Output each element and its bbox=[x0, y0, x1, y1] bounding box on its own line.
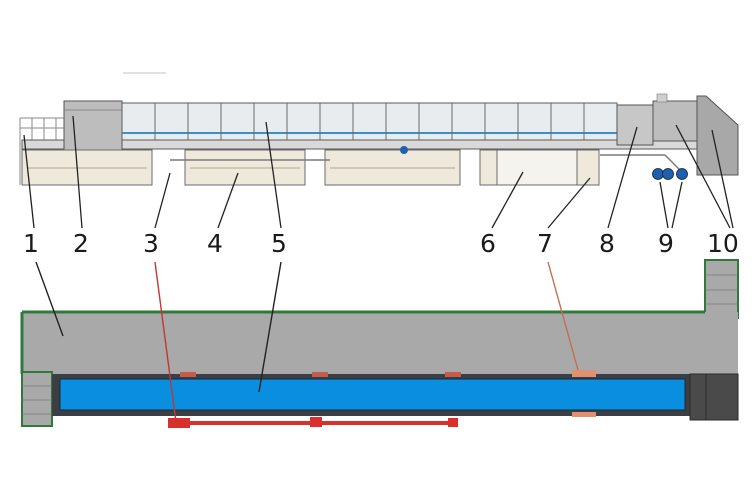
callout-3: 3 bbox=[143, 229, 159, 258]
main-duct bbox=[22, 312, 738, 374]
side-elevation-view bbox=[19, 72, 739, 229]
callout-4: 4 bbox=[207, 229, 223, 258]
pumps bbox=[652, 168, 688, 180]
piping bbox=[170, 154, 681, 171]
vertical-duct bbox=[704, 259, 739, 319]
feed-hopper bbox=[63, 100, 123, 154]
callout-labels: 1 2 3 4 5 6 7 8 9 10 bbox=[23, 229, 739, 258]
callout-5: 5 bbox=[271, 229, 287, 258]
pump-icon bbox=[662, 168, 674, 180]
plan-leader-lines bbox=[35, 261, 579, 423]
outlet-box bbox=[652, 100, 698, 142]
callout-9: 9 bbox=[658, 229, 674, 258]
drive-unit bbox=[689, 373, 739, 421]
pump-icon bbox=[652, 168, 664, 180]
pump-icon bbox=[676, 168, 688, 180]
tanks bbox=[21, 149, 600, 186]
callout-10: 10 bbox=[707, 229, 739, 258]
discharge-housing bbox=[616, 104, 654, 146]
callout-2: 2 bbox=[73, 229, 89, 258]
handrail bbox=[19, 117, 64, 185]
water-channel bbox=[59, 378, 686, 411]
cover-panels bbox=[121, 102, 618, 141]
inlet-stub bbox=[21, 371, 53, 427]
callout-7: 7 bbox=[537, 229, 553, 258]
mounting-brackets bbox=[180, 370, 596, 417]
main-frame-beam bbox=[21, 139, 703, 150]
callout-6: 6 bbox=[480, 229, 496, 258]
callout-8: 8 bbox=[599, 229, 615, 258]
discharge-chute bbox=[696, 95, 739, 176]
hydraulic-cylinder bbox=[168, 417, 458, 428]
valve-icon bbox=[400, 146, 408, 154]
plan-view bbox=[20, 259, 739, 428]
leader-lines bbox=[23, 115, 734, 229]
callout-1: 1 bbox=[23, 229, 39, 258]
